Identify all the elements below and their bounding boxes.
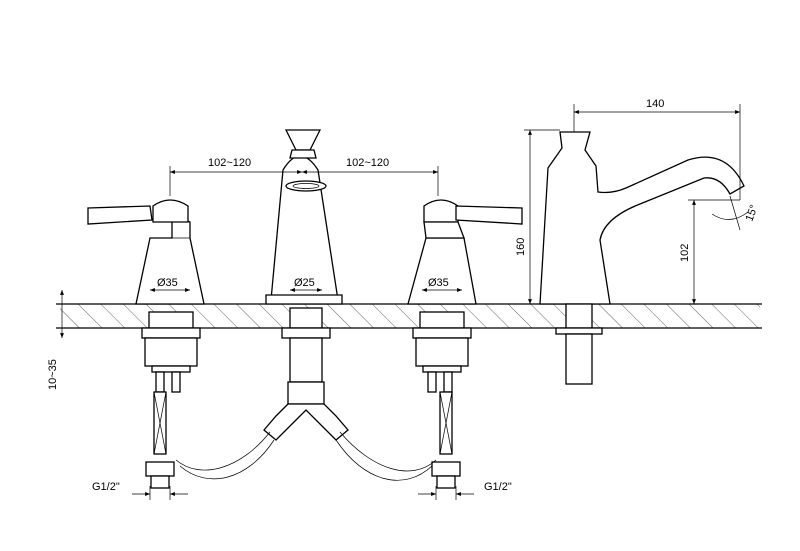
diameter-center-label: Ø25 bbox=[294, 277, 315, 289]
center-spout bbox=[265, 129, 343, 305]
side-view-spout bbox=[539, 131, 745, 305]
right-under-fittings bbox=[412, 311, 472, 489]
height-label: 160 bbox=[515, 238, 527, 256]
left-handle-valve bbox=[87, 199, 205, 305]
spacing-right-label: 102~120 bbox=[346, 157, 389, 169]
angle-label: 15° bbox=[744, 203, 761, 223]
left-under-fittings bbox=[141, 311, 201, 489]
spout-height-label: 102 bbox=[679, 244, 691, 262]
connection-right-label: G1/2" bbox=[484, 481, 512, 493]
side-under-fittings bbox=[555, 303, 603, 385]
center-under-fittings bbox=[263, 307, 349, 441]
supply-hoses bbox=[175, 431, 437, 481]
spacing-left-label: 102~120 bbox=[208, 157, 251, 169]
deck-thickness-label: 10~35 bbox=[47, 359, 59, 390]
reach-label: 140 bbox=[646, 98, 664, 110]
dimension-lines bbox=[56, 104, 749, 500]
right-handle-valve bbox=[407, 199, 523, 305]
diameter-right-label: Ø35 bbox=[428, 277, 449, 289]
diameter-left-label: Ø35 bbox=[157, 277, 178, 289]
connection-left-label: G1/2" bbox=[92, 481, 120, 493]
